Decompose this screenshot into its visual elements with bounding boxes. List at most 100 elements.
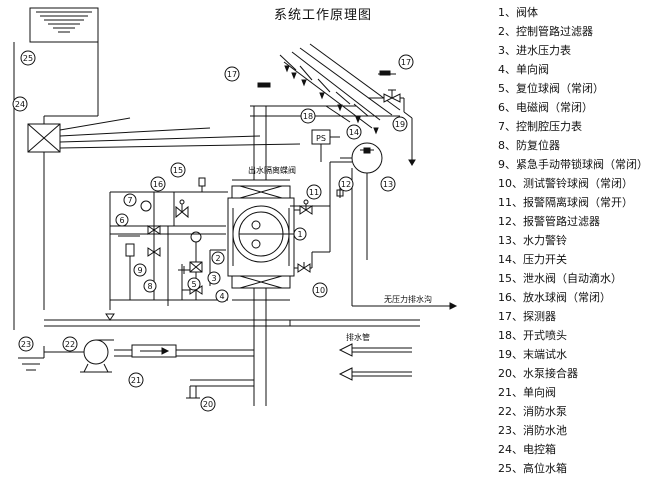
callout-4 — [215, 289, 229, 303]
legend-item: 11、报警隔离球阀（常开） — [498, 196, 633, 209]
drain-pipe — [44, 319, 420, 327]
callout-7 — [123, 193, 137, 207]
legend-item: 22、消防水泵 — [498, 405, 567, 418]
legend-item: 14、压力开关 — [498, 253, 567, 266]
callout-17a — [224, 66, 240, 82]
callout-label-10: 10 — [315, 286, 325, 295]
callout-25 — [20, 50, 36, 66]
legend-item: 21、单向阀 — [498, 386, 556, 399]
callout-label-8: 8 — [147, 282, 152, 291]
callout-label-4: 4 — [219, 292, 224, 301]
legend-item: 4、单向阀 — [498, 63, 549, 76]
callout-1 — [270, 227, 307, 241]
callout-15 — [170, 162, 186, 178]
legend-item: 5、复位球阀（常闭） — [498, 82, 604, 95]
legend-item: 6、电磁阀（常闭） — [498, 101, 593, 114]
legend-item: 16、放水球阀（常闭） — [498, 291, 611, 304]
callout-23 — [18, 336, 34, 352]
callout-18 — [300, 108, 316, 124]
callout-11 — [306, 184, 322, 200]
callout-label-16: 16 — [153, 180, 163, 189]
callout-label-3: 3 — [211, 274, 216, 283]
pressure-switch — [311, 129, 340, 162]
detector-right — [378, 70, 396, 76]
callout-label-1: 1 — [297, 230, 302, 239]
callout-3 — [207, 271, 221, 285]
callout-label-19: 19 — [395, 120, 405, 129]
legend-item: 18、开式喷头 — [498, 329, 567, 342]
control-trim — [105, 191, 228, 321]
legend-item: 3、进水压力表 — [498, 44, 571, 57]
outlet-butterfly-valve — [231, 185, 291, 199]
drain-pipe-label: 排水管 — [346, 332, 370, 342]
drain-valve-15 — [198, 177, 206, 192]
callout-22 — [62, 336, 78, 352]
callout-label-23: 23 — [21, 340, 31, 349]
callout-label-7: 7 — [127, 196, 132, 205]
callout-16 — [150, 176, 166, 192]
callout-13 — [380, 176, 396, 192]
legend-item: 12、报警管路过滤器 — [498, 215, 600, 228]
callout-label-17a: 17 — [227, 70, 237, 79]
high-level-water-tank — [13, 7, 99, 330]
legend-item: 17、探测器 — [498, 310, 556, 323]
legend-item: 24、电控箱 — [498, 443, 556, 456]
callout-19 — [392, 116, 408, 132]
callout-17b — [398, 54, 414, 70]
callout-label-2: 2 — [215, 254, 220, 263]
supply-arrows — [338, 343, 412, 381]
legend-item: 8、防复位器 — [498, 139, 560, 152]
hydraulic-alarm-bell — [340, 142, 383, 260]
diagram-title: 系统工作原理图 — [274, 8, 373, 23]
callout-label-18: 18 — [303, 112, 313, 121]
callout-label-11: 11 — [309, 188, 319, 197]
callout-9 — [133, 263, 147, 277]
drain-trench — [351, 168, 458, 310]
system-schematic: 1 2 3 4 5 6 7 8 9 10 11 12 13 14 15 16 1… — [12, 7, 458, 412]
fire-water-pool — [18, 357, 44, 371]
callout-10 — [312, 282, 328, 298]
callout-label-17b: 17 — [401, 58, 411, 67]
callout-label-14: 14 — [349, 128, 359, 137]
electric-control-box — [27, 115, 301, 310]
legend: 1、阀体 2、控制管路过滤器 3、进水压力表 4、单向阀 5、复位球阀（常闭） … — [498, 3, 650, 478]
legend-item: 25、高位水箱 — [498, 462, 567, 475]
legend-item: 23、消防水池 — [498, 424, 567, 437]
legend-item: 13、水力警铃 — [498, 234, 567, 247]
callout-8 — [143, 279, 157, 293]
callout-14 — [346, 124, 362, 140]
callout-21 — [128, 372, 144, 388]
callout-20 — [200, 396, 216, 412]
legend-item: 1、阀体 — [498, 6, 538, 19]
callout-label-24: 24 — [15, 100, 25, 109]
fire-pump — [43, 339, 114, 373]
pump-adapter-line — [186, 379, 254, 399]
check-valve-21 — [114, 344, 254, 358]
legend-item: 9、紧急手动带锁球阀（常闭） — [498, 158, 648, 171]
callout-2 — [211, 251, 225, 265]
alarm-line — [290, 161, 352, 273]
callout-5 — [187, 277, 201, 291]
inlet-riser — [231, 275, 291, 406]
callout-label-22: 22 — [65, 340, 75, 349]
callout-label-12: 12 — [341, 180, 351, 189]
legend-item: 15、泄水阀（自动滴水） — [498, 272, 622, 285]
callout-label-15: 15 — [173, 166, 183, 175]
callout-12 — [338, 176, 354, 192]
callout-label-20: 20 — [203, 400, 213, 409]
pressure-switch-label: PS — [316, 134, 326, 143]
legend-item: 20、水泵接合器 — [498, 367, 578, 380]
callout-label-9: 9 — [137, 266, 142, 275]
callout-6 — [115, 213, 129, 227]
legend-item: 7、控制腔压力表 — [498, 120, 582, 133]
detector-left — [257, 82, 271, 88]
drain-trench-label: 无压力排水沟 — [384, 294, 432, 304]
open-sprinkler-pipes — [250, 43, 401, 135]
legend-item: 10、测试警铃球阀（常闭） — [498, 177, 633, 190]
callout-label-13: 13 — [383, 180, 393, 189]
callout-label-25: 25 — [23, 54, 33, 63]
alarm-valve-body — [227, 197, 295, 277]
end-test-water — [368, 89, 416, 166]
callout-24 — [12, 96, 28, 112]
callout-label-6: 6 — [119, 216, 124, 225]
